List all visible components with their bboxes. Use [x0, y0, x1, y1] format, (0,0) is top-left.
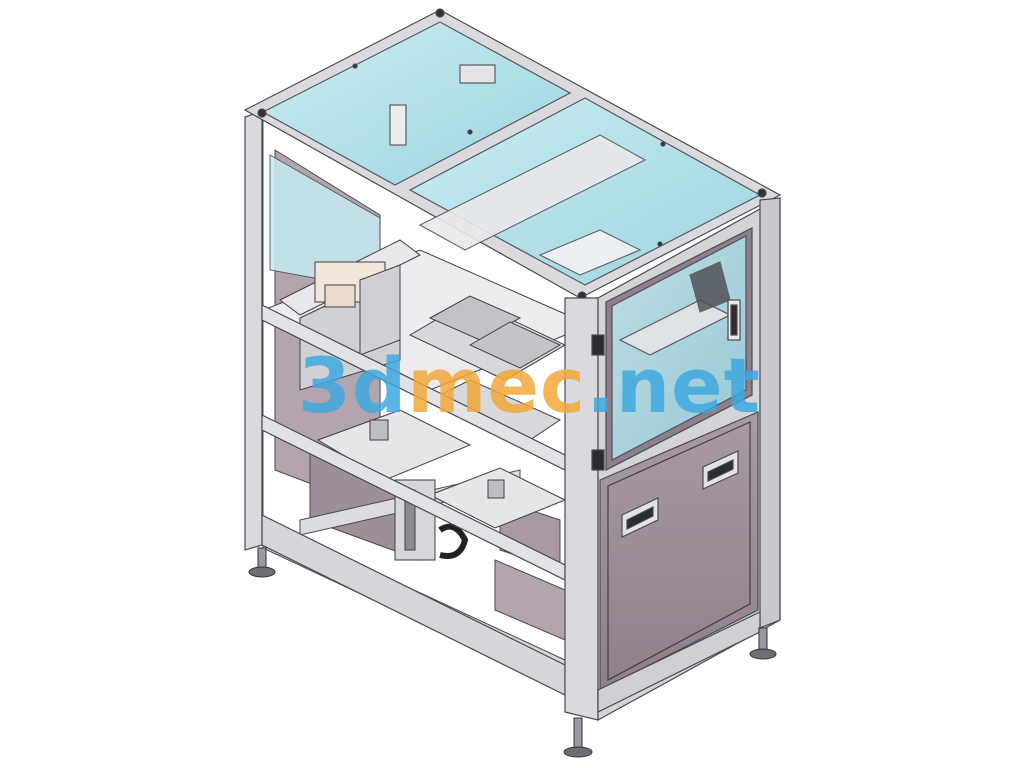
watermark-net: .net [586, 341, 761, 430]
watermark-3d: 3d [298, 341, 407, 430]
watermark: 3dmec.net [298, 341, 761, 430]
watermark-mec: mec [407, 341, 586, 430]
right-front-face [564, 196, 781, 722]
roof-glass [243, 8, 782, 301]
mechanism-assembly [261, 239, 592, 561]
watermark-part-3d: 3dmec.net [298, 341, 761, 430]
leveling-feet [248, 547, 777, 758]
